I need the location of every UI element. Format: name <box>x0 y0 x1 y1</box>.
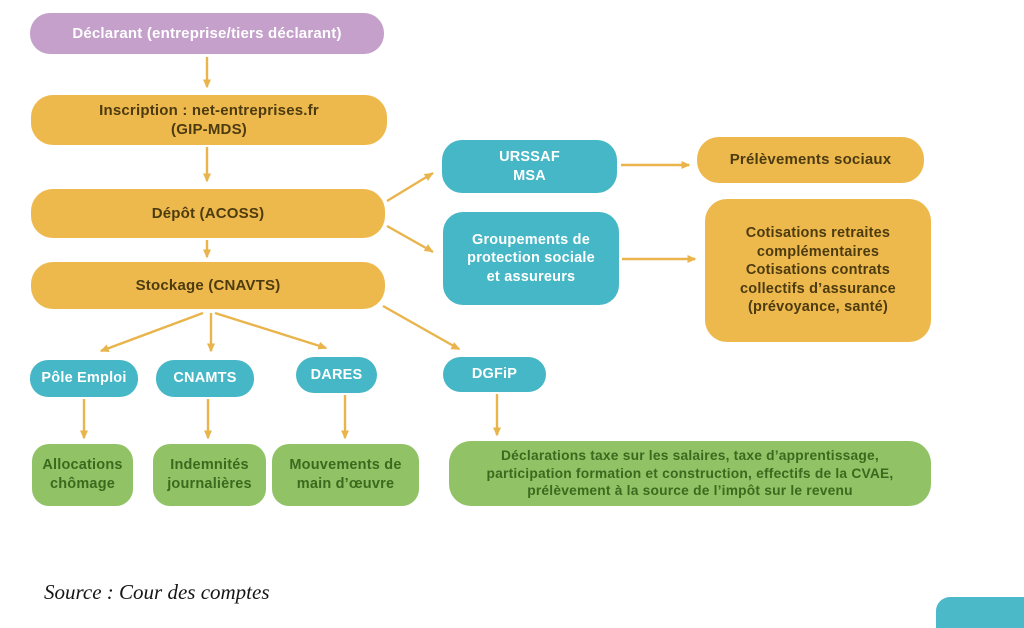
source-note: Source : Cour des comptes <box>44 580 270 604</box>
node-urssaf-msa-label: URSSAF MSA <box>499 148 560 184</box>
node-urssaf-msa: URSSAF MSA <box>442 140 617 193</box>
node-pole-emploi: Pôle Emploi <box>30 360 138 397</box>
node-declarant: Déclarant (entreprise/tiers déclarant) <box>30 13 384 54</box>
node-indemnites-journalieres-label: Indemnités journalières <box>167 457 252 492</box>
node-cotisations: Cotisations retraites complémentaires Co… <box>705 199 931 342</box>
node-dgfip-label: DGFiP <box>471 366 518 383</box>
node-dgfip: DGFiP <box>443 357 546 392</box>
node-stockage: Stockage (CNAVTS) <box>31 262 385 309</box>
node-dares-label: DARES <box>310 366 363 383</box>
node-inscription-label: Inscription : net-entreprises.fr (GIP-MD… <box>99 101 319 138</box>
node-stockage-label: Stockage (CNAVTS) <box>135 276 281 294</box>
node-mouvements-main-oeuvre: Mouvements de main d’œuvre <box>272 444 419 506</box>
node-cnamts-label: CNAMTS <box>173 370 237 387</box>
node-depot-label: Dépôt (ACOSS) <box>151 204 265 222</box>
node-prelevements-label: Prélèvements sociaux <box>729 151 892 169</box>
node-allocations-chomage: Allocations chômage <box>32 444 133 506</box>
teal-corner-graphic-fragment <box>936 597 1024 628</box>
arrow-stockage-to-dgfip <box>382 304 460 351</box>
node-depot: Dépôt (ACOSS) <box>31 189 385 238</box>
node-pole-emploi-label: Pôle Emploi <box>41 370 127 387</box>
node-declarant-label: Déclarant (entreprise/tiers déclarant) <box>72 24 342 42</box>
node-groupements: Groupements de protection sociale et ass… <box>443 212 619 305</box>
arrow-depot-to-urssaf <box>386 171 434 203</box>
node-allocations-chomage-label: Allocations chômage <box>42 457 123 492</box>
arrow-stockage-to-dares <box>214 311 327 350</box>
node-declarations-fiscales: Déclarations taxe sur les salaires, taxe… <box>449 441 931 506</box>
node-mouvements-main-oeuvre-label: Mouvements de main d’œuvre <box>289 457 402 492</box>
node-inscription: Inscription : net-entreprises.fr (GIP-MD… <box>31 95 387 145</box>
node-dares: DARES <box>296 357 377 393</box>
arrow-stockage-to-pole-emploi <box>100 311 204 353</box>
node-cnamts: CNAMTS <box>156 360 254 397</box>
node-declarations-fiscales-label: Déclarations taxe sur les salaires, taxe… <box>486 448 894 499</box>
node-prelevements: Prélèvements sociaux <box>697 137 924 183</box>
arrow-depot-to-groupements <box>386 224 434 254</box>
node-indemnites-journalieres: Indemnités journalières <box>153 444 266 506</box>
node-cotisations-label: Cotisations retraites complémentaires Co… <box>740 225 896 316</box>
node-groupements-label: Groupements de protection sociale et ass… <box>467 231 595 285</box>
